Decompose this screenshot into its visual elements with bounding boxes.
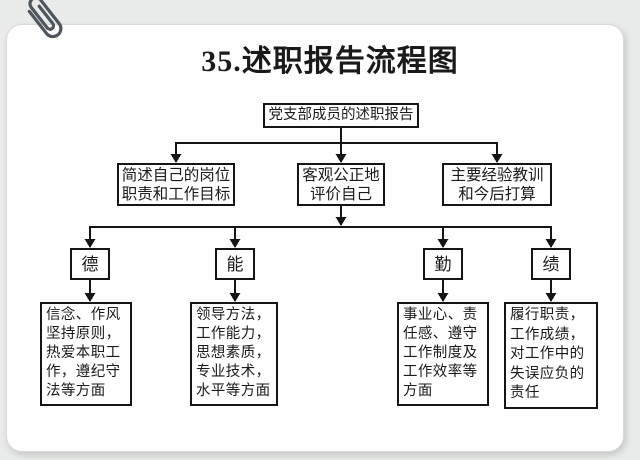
node-detail-de: 信念、作风 坚持原则， 热爱本职工 作，遵纪守 法等方面 [40,302,132,406]
node-category-de: 德 [70,248,110,280]
node-detail-neng: 领导方法， 工作能力， 思想素质， 专业技术， 水平等方面 [190,302,278,406]
node-branch-lessons: 主要经验教训 和今后打算 [442,163,552,206]
page-title: 35.述职报告流程图 [201,45,459,78]
node-branch-duties: 简述自己的岗位 职责和工作目标 [117,163,235,206]
node-detail-qin: 事业心、责 任感、遵守 工作制度及 工作效率等 方面 [397,302,489,406]
node-category-ji: 绩 [531,248,571,280]
node-detail-ji: 履行职责， 工作成绩， 对工作中的 失误应负的 责任 [504,302,598,409]
paperclip-icon [27,0,63,39]
node-category-qin: 勤 [423,248,463,280]
node-root: 党支部成员的述职报告 [263,103,419,128]
node-branch-evaluate: 客观公正地 评价自己 [297,163,385,206]
node-category-neng: 能 [215,248,255,280]
